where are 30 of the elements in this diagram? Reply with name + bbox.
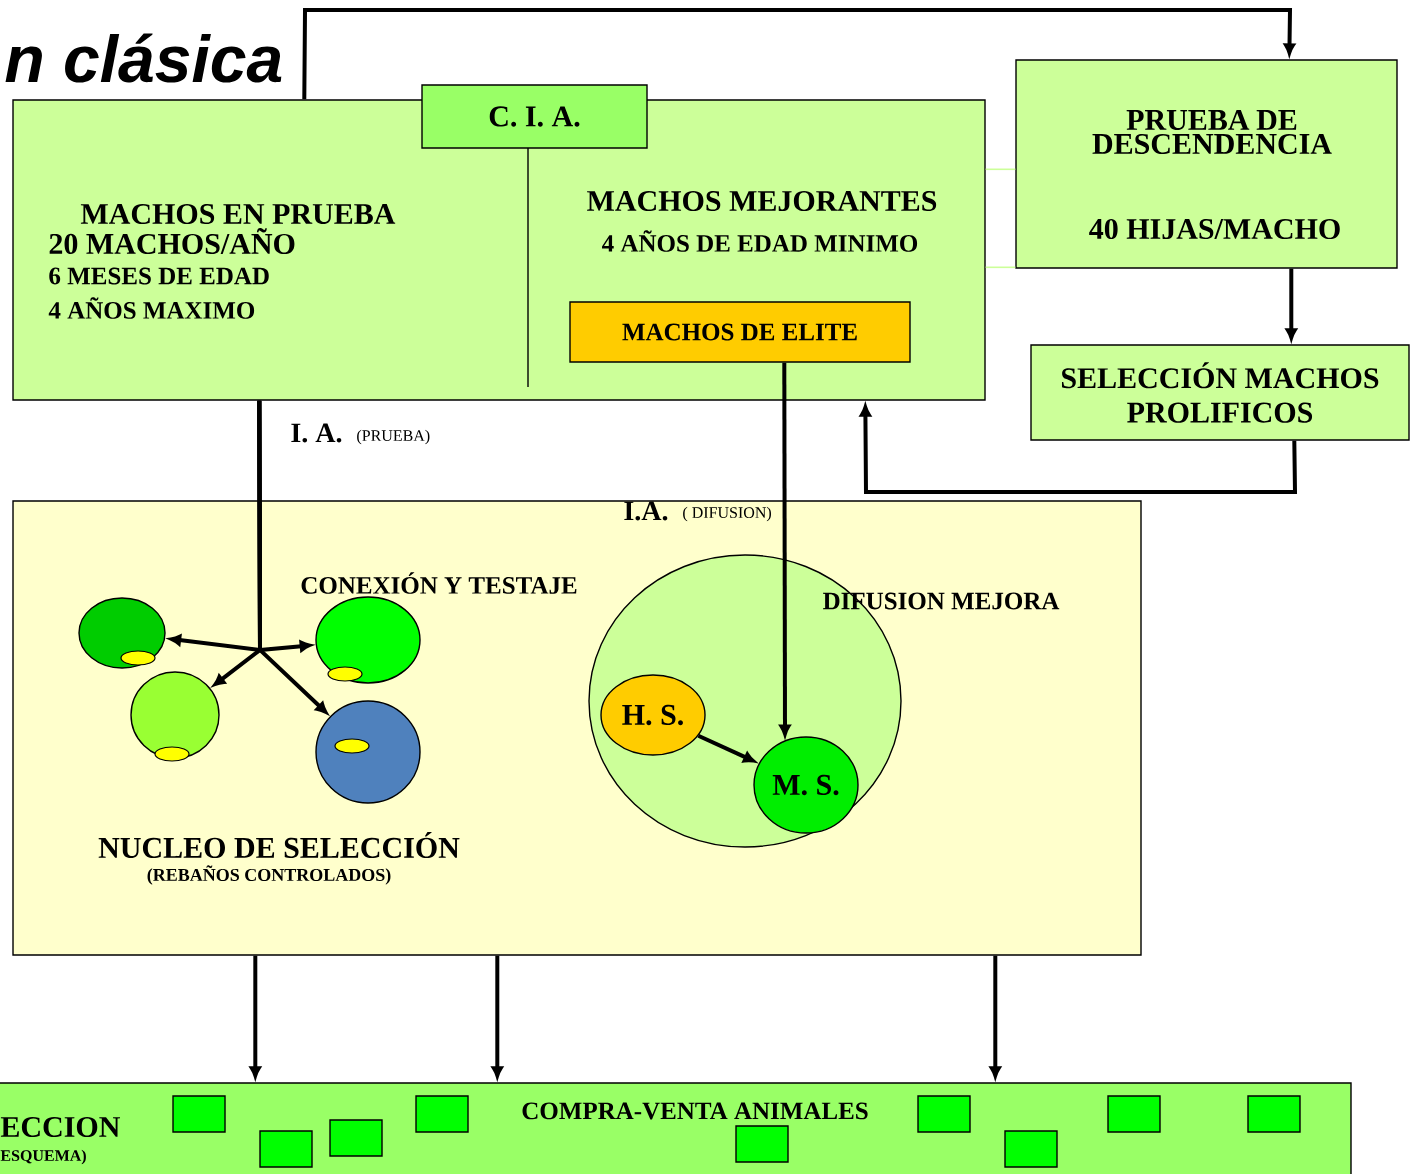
- connector-line: [984, 168, 1017, 171]
- arrow: [779, 362, 791, 737]
- square: [917, 1095, 971, 1133]
- annotation: I. A.: [291, 423, 342, 443]
- arrow: [257, 400, 328, 714]
- square: [735, 1125, 789, 1163]
- heading-tab: C. I. A.: [421, 84, 648, 149]
- arrow: [302, 8, 1296, 100]
- square: [329, 1119, 383, 1157]
- annotation: (PRUEBA): [357, 429, 430, 445]
- herd-circle: [78, 597, 166, 669]
- process-box: SELECCIÓN MACHOS PROLIFICOS: [1030, 344, 1410, 441]
- ellipse-node: H. S.: [600, 674, 706, 756]
- arrow: [697, 733, 756, 763]
- heading: n clásica: [5, 33, 282, 83]
- circle-node: M. S.: [753, 736, 859, 834]
- elite-box: MACHOS DE ELITE: [569, 301, 911, 363]
- square: [259, 1130, 313, 1168]
- square: [172, 1095, 226, 1133]
- annotation: I.A.: [624, 501, 668, 521]
- annotation: ( DIFUSION): [683, 506, 771, 522]
- square: [415, 1095, 469, 1133]
- herd-circle: [315, 596, 421, 684]
- square: [1004, 1130, 1058, 1168]
- connector-line: [984, 266, 1017, 269]
- square: [1107, 1095, 1161, 1133]
- square: [1247, 1095, 1301, 1133]
- process-box: PRUEBA DE DESCENDENCIA 40 HIJAS/MACHO: [1015, 59, 1398, 269]
- herd-circle: [130, 671, 220, 762]
- herd-circle: [315, 700, 421, 804]
